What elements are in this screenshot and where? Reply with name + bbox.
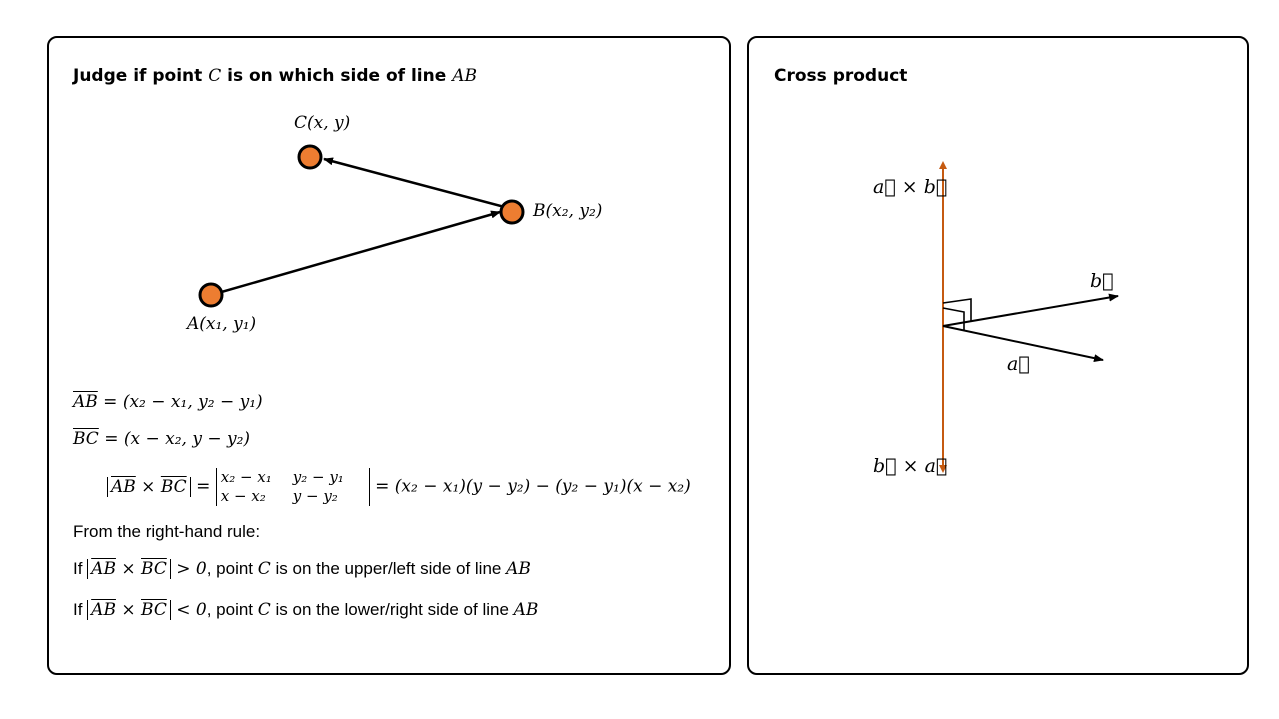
- equation-cross-product: AB × BC = x₂ − x₁ y₂ − y₁ x − x₂ y − y₂ = (…: [107, 468, 691, 506]
- left-panel-title: Judge if point C is on which side of lin…: [73, 66, 477, 86]
- equation-ab: AB = (x₂ − x₁, y₂ − y₁): [73, 392, 263, 412]
- determinant-matrix: x₂ − x₁ y₂ − y₁ x − x₂ y − y₂: [215, 468, 370, 506]
- point-c-label: C(x, y): [294, 113, 350, 133]
- condition-negative: If AB × BC < 0, point C is on the lower/…: [73, 600, 539, 620]
- matrix-cell-22: y − y₂: [292, 487, 338, 505]
- vector-a-arrow: [942, 325, 1104, 363]
- title-line-ab: AB: [452, 66, 477, 86]
- equation-bc: BC = (x − x₂, y − y₂): [73, 429, 250, 449]
- title-point-c: C: [208, 66, 222, 86]
- right-hand-rule-text: From the right-hand rule:: [73, 522, 261, 541]
- label-vector-b: b⃗: [1090, 270, 1114, 292]
- point-c: [297, 144, 323, 170]
- title-prefix: Judge if point: [73, 66, 209, 86]
- equation-bc-rhs: = (x − x₂, y − y₂): [98, 429, 251, 449]
- cross-product-magnitude: AB × BC: [87, 559, 171, 579]
- matrix-cell-11: x₂ − x₁: [220, 468, 272, 486]
- points-diagram: C(x, y) B(x₂, y₂) A(x₁, y₁): [185, 113, 602, 334]
- right-panel: Cross product a⃗ × b⃗ b⃗ × a⃗ b⃗ a⃗: [747, 36, 1249, 675]
- condition-positive: If AB × BC > 0, point C is on the upper/…: [73, 559, 531, 579]
- right-panel-title: Cross product: [774, 66, 908, 86]
- point-a-label: A(x₁, y₁): [185, 314, 256, 334]
- label-b-cross-a: b⃗ × a⃗: [873, 455, 947, 477]
- point-b: [499, 199, 525, 225]
- left-panel: Judge if point C is on which side of lin…: [47, 36, 731, 675]
- cross-product-magnitude: AB × BC: [87, 600, 171, 620]
- matrix-cell-21: x − x₂: [220, 487, 266, 505]
- point-a: [198, 282, 224, 308]
- vector-b-arrow: [942, 293, 1119, 327]
- equation-ab-rhs: = (x₂ − x₁, y₂ − y₁): [97, 392, 263, 412]
- cross-product-diagram: a⃗ × b⃗ b⃗ × a⃗ b⃗ a⃗: [873, 161, 1119, 477]
- right-angle-mark-b: [942, 298, 972, 321]
- cross-product-magnitude: AB × BC: [107, 476, 191, 497]
- title-middle: is on which side of line: [221, 66, 453, 86]
- equals-sign: =: [190, 476, 216, 497]
- label-vector-a: a⃗: [1007, 353, 1030, 375]
- vector-bc-symbol: BC: [73, 429, 99, 449]
- label-a-cross-b: a⃗ × b⃗: [873, 176, 947, 198]
- vector-ab-arrow: [210, 210, 501, 297]
- matrix-cell-12: y₂ − y₁: [292, 468, 344, 486]
- vector-ab-symbol: AB: [73, 392, 98, 412]
- point-b-label: B(x₂, y₂): [532, 201, 602, 221]
- vector-bc-arrow: [323, 157, 513, 211]
- expanded-determinant: = (x₂ − x₁)(y − y₂) − (y₂ − y₁)(x − x₂): [369, 476, 691, 497]
- right-angle-mark-a: [942, 307, 965, 331]
